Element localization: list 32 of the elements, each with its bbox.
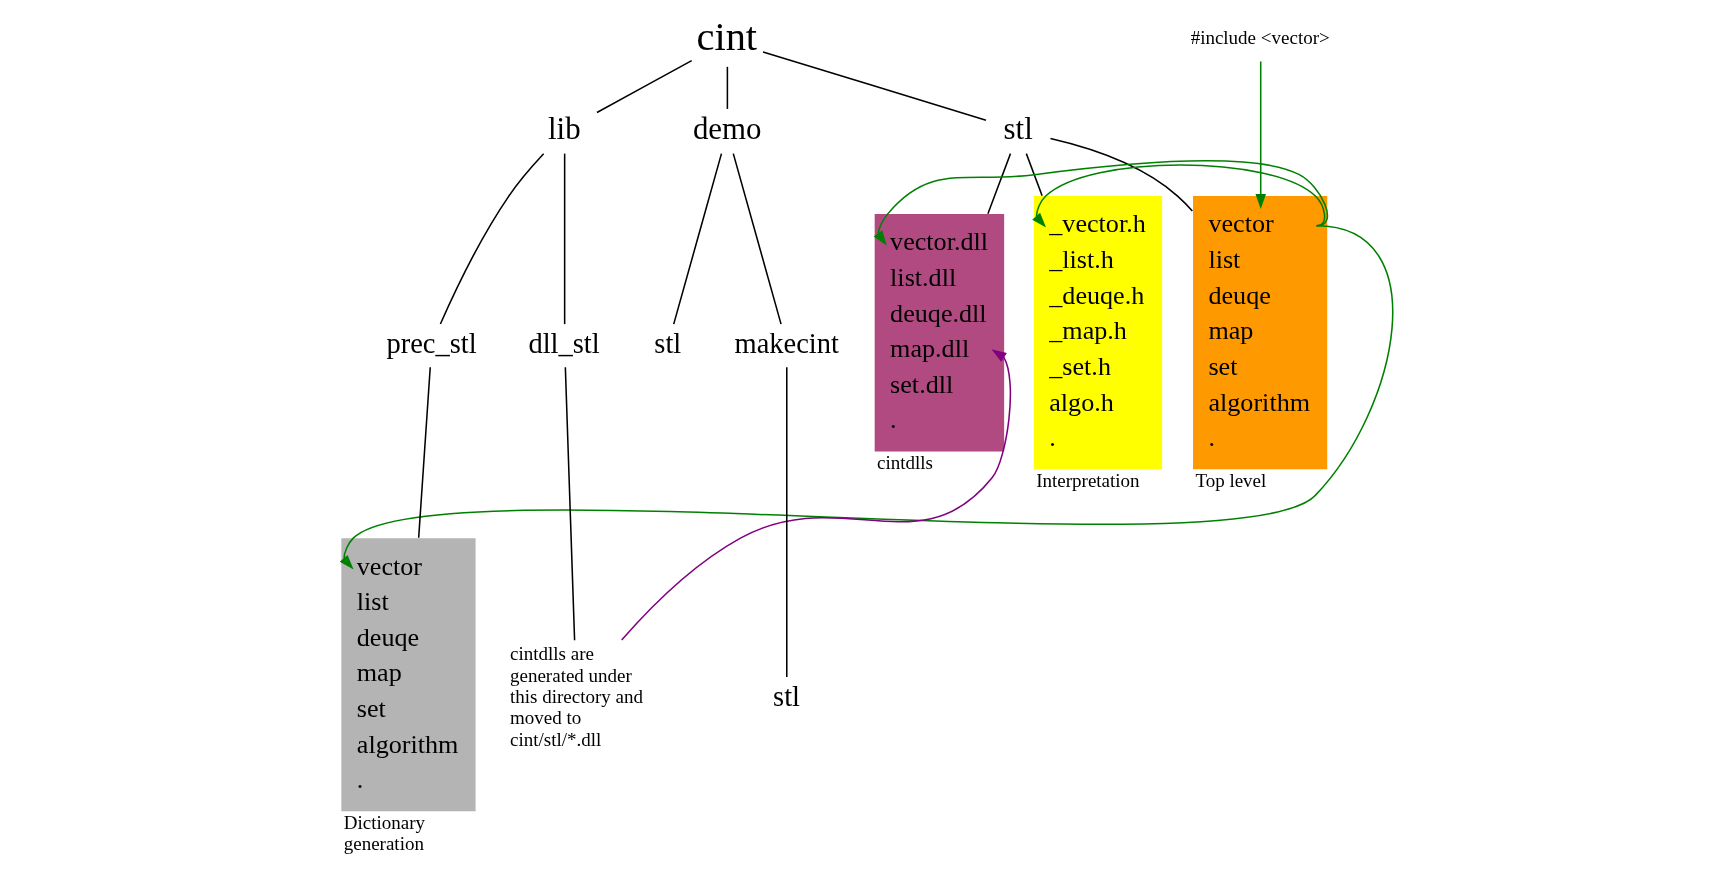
connector [672,152,723,325]
arrow [873,160,1329,246]
connector [786,366,788,678]
node-label: Dictionary generation [343,811,425,855]
connector [596,59,693,114]
node-text: #include <vector> [1190,27,1330,49]
connector [439,153,545,325]
node-text: demo [692,110,762,146]
node-text: lib [548,110,581,146]
node-text: stl [1003,110,1033,146]
connector [726,66,729,110]
arrow [620,349,1012,641]
connector [417,366,431,539]
node-text: cint [696,14,758,60]
node-label: Top level [1195,469,1267,491]
node-text: makecint [734,328,839,360]
connector [762,51,987,121]
node-text: dll_stl [528,328,600,360]
node-label: cintdlls [877,452,933,474]
node-text: cintdlls are generated under this directory and moved to cint/stl/*.dll [510,643,643,750]
node-text: prec_stl [386,328,477,360]
connector [987,152,1012,215]
connector [564,366,576,641]
connector [563,152,566,325]
node-text: stl [773,680,801,712]
node-text: stl [654,328,682,360]
connector [1049,137,1194,212]
arrow [1255,60,1266,210]
connector [1025,152,1043,197]
arrow [1032,164,1326,228]
node-label: Interpretation [1036,469,1140,491]
connector [732,152,782,325]
